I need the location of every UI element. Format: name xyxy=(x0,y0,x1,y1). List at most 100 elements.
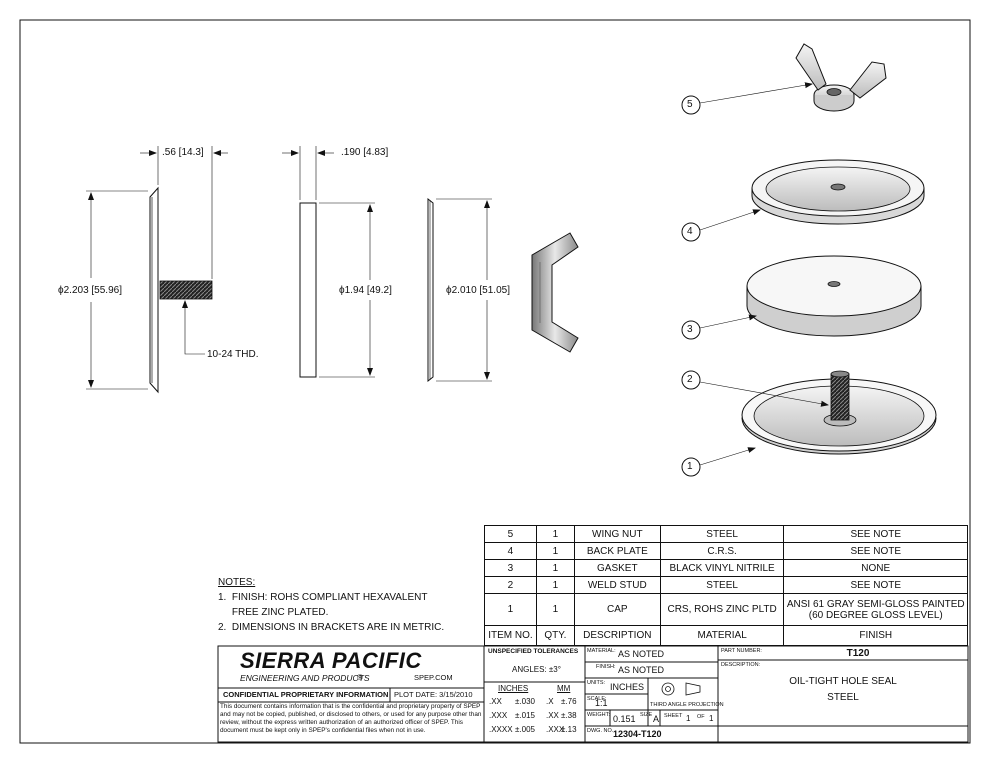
tolerance-inches-label: INCHES xyxy=(498,684,529,693)
bom-finish: ANSI 61 GRAY SEMI-GLOSS PAINTED (60 DEGR… xyxy=(783,593,968,626)
iso-stud-thread xyxy=(830,373,850,421)
bom-header-material: MATERIAL xyxy=(659,625,785,646)
dim-cap-diameter: ϕ2.203 [55.96] xyxy=(58,285,122,296)
company-name: SIERRA PACIFIC xyxy=(240,648,422,673)
notes-title: NOTES: xyxy=(218,577,256,588)
bom-description: BACK PLATE xyxy=(573,542,661,560)
bom-qty: 1 xyxy=(535,559,575,577)
dwg-label: DWG. NO. xyxy=(587,728,614,734)
confidential-heading: CONFIDENTIAL PROPRIETARY INFORMATION xyxy=(223,690,389,699)
finish-label: FINISH: xyxy=(596,664,616,670)
bom-finish: SEE NOTE xyxy=(783,576,968,594)
part-number-label: PART NUMBER: xyxy=(721,648,762,654)
weight-value: 0.151 xyxy=(613,714,636,724)
balloon-2 xyxy=(681,370,701,390)
bom-header-finish: FINISH xyxy=(783,625,968,646)
bom-description: WING NUT xyxy=(573,525,661,543)
bom-qty: 1 xyxy=(535,576,575,594)
tolerance-row: .X xyxy=(546,697,554,706)
bom-finish: SEE NOTE xyxy=(783,525,968,543)
bom-header-qty: QTY. xyxy=(535,625,575,646)
tolerance-row: .XX xyxy=(489,697,502,706)
company-subtitle: ENGINEERING AND PRODUCTS xyxy=(240,673,370,683)
sheet-label: SHEET xyxy=(664,713,683,719)
wingnut-side-view xyxy=(531,232,579,353)
balloon-1-label: 1 xyxy=(687,461,693,472)
balloon-4 xyxy=(681,222,701,242)
bom-header-row: ITEM NO. QTY. DESCRIPTION MATERIAL FINIS… xyxy=(484,625,968,646)
description-line-2: STEEL xyxy=(827,692,859,703)
balloon-2-label: 2 xyxy=(687,374,693,385)
bom-description: CAP xyxy=(573,593,661,626)
size-label: SIZE xyxy=(640,712,653,718)
tolerance-row: .XXX xyxy=(489,711,508,720)
dim-gasket-thickness: .190 [4.83] xyxy=(341,147,389,158)
description-label: DESCRIPTION: xyxy=(721,662,761,668)
bom-finish: NONE xyxy=(783,559,968,577)
bill-of-materials: 5 1 WING NUT STEEL SEE NOTE 4 1 BACK PLA… xyxy=(484,525,968,646)
weld-stud-thread xyxy=(159,280,213,300)
balloon-5-label: 5 xyxy=(687,99,693,110)
title-block-lines xyxy=(217,645,969,743)
tolerance-angles: ANGLES: ±3° xyxy=(512,665,561,674)
tolerance-row: .XXXX xyxy=(489,725,513,734)
tolerance-row: .XXX xyxy=(546,725,565,734)
bom-material: CRS, ROHS ZINC PLTD xyxy=(659,593,785,626)
balloon-5 xyxy=(681,95,701,115)
finish-value: AS NOTED xyxy=(618,665,665,675)
bom-material: BLACK VINYL NITRILE xyxy=(659,559,785,577)
iso-cap xyxy=(741,370,937,455)
balloon-1 xyxy=(681,457,701,477)
bom-description: GASKET xyxy=(573,559,661,577)
tolerance-row: ±.030 xyxy=(515,697,535,706)
of-label: OF xyxy=(697,714,705,720)
bom-material: STEEL xyxy=(659,576,785,594)
of-value: 1 xyxy=(709,714,714,723)
iso-back-plate xyxy=(751,159,925,225)
third-angle-projection-icon xyxy=(661,682,701,696)
tolerance-row: ±.13 xyxy=(561,725,577,734)
tolerance-row: ±.76 xyxy=(561,697,577,706)
backplate-side-view xyxy=(427,197,492,383)
projection-label: THIRD ANGLE PROJECTION xyxy=(650,702,724,708)
bom-row: 4 1 BACK PLATE C.R.S. SEE NOTE xyxy=(484,542,968,560)
bom-qty: 1 xyxy=(535,525,575,543)
plot-date: PLOT DATE: 3/15/2010 xyxy=(394,690,473,699)
scale-value: 1:1 xyxy=(595,698,608,708)
weight-label: WEIGHT: xyxy=(587,712,610,718)
bom-item: 1 xyxy=(484,593,537,626)
bom-row: 5 1 WING NUT STEEL SEE NOTE xyxy=(484,525,968,543)
bom-header-description: DESCRIPTION xyxy=(573,625,661,646)
tolerance-row: ±.38 xyxy=(561,711,577,720)
bom-item: 2 xyxy=(484,576,537,594)
bom-row: 2 1 WELD STUD STEEL SEE NOTE xyxy=(484,576,968,594)
bom-row: 1 1 CAP CRS, ROHS ZINC PLTD ANSI 61 GRAY… xyxy=(484,593,968,626)
dwg-number: 12304-T120 xyxy=(613,729,662,739)
balloons xyxy=(681,82,829,477)
sheet-border xyxy=(19,19,971,744)
iso-gasket xyxy=(746,255,922,337)
registered-mark: ® xyxy=(357,673,363,682)
note-line: 1. FINISH: ROHS COMPLIANT HEXAVALENT xyxy=(218,592,428,603)
bom-item: 3 xyxy=(484,559,537,577)
material-label: MATERIAL: xyxy=(587,648,616,654)
dim-stud-length: .56 [14.3] xyxy=(162,147,204,158)
bom-qty: 1 xyxy=(535,542,575,560)
balloon-3 xyxy=(681,320,701,340)
bom-qty: 1 xyxy=(535,593,575,626)
description-line-1: OIL-TIGHT HOLE SEAL xyxy=(789,676,897,687)
note-line: FREE ZINC PLATED. xyxy=(218,607,329,618)
bom-row: 3 1 GASKET BLACK VINYL NITRILE NONE xyxy=(484,559,968,577)
tolerance-row: ±.015 xyxy=(515,711,535,720)
notes: NOTES: 1. FINISH: ROHS COMPLIANT HEXAVAL… xyxy=(218,575,444,635)
balloon-4-label: 4 xyxy=(687,226,693,237)
tolerance-mm-label: MM xyxy=(557,684,571,693)
cap-side-view xyxy=(86,146,228,394)
material-value: AS NOTED xyxy=(618,649,665,659)
scale-label: SCALE: xyxy=(587,696,607,702)
dim-backplate-diameter: ϕ2.010 [51.05] xyxy=(446,285,510,296)
confidential-text: This document contains information that … xyxy=(220,703,482,734)
bom-material: C.R.S. xyxy=(659,542,785,560)
tolerance-row: .XX xyxy=(546,711,559,720)
